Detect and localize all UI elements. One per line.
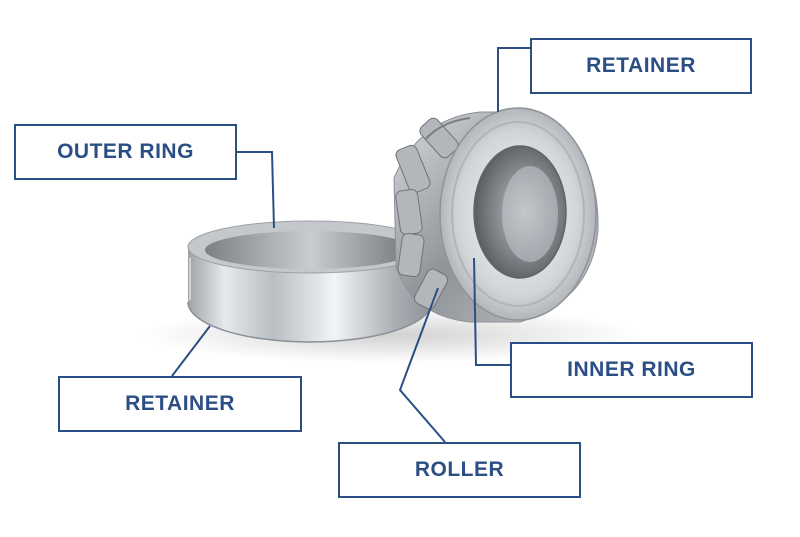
label-outer-ring-text: OUTER RING xyxy=(57,140,194,163)
label-retainer-top: RETAINER xyxy=(530,38,752,94)
cone-assembly-illustration xyxy=(393,107,599,323)
label-inner-ring: INNER RING xyxy=(510,342,753,398)
label-roller: ROLLER xyxy=(338,442,581,498)
roller-illustrations xyxy=(395,117,459,310)
label-retainer-left-text: RETAINER xyxy=(125,392,235,415)
outer-ring-illustration xyxy=(187,220,433,343)
label-inner-ring-text: INNER RING xyxy=(567,358,696,381)
label-roller-text: ROLLER xyxy=(414,458,505,481)
leader-outer-ring xyxy=(237,151,275,229)
label-retainer-top-text: RETAINER xyxy=(586,54,696,77)
leader-lines xyxy=(171,47,530,443)
label-outer-ring: OUTER RING xyxy=(14,124,237,180)
leader-roller xyxy=(398,287,446,443)
label-retainer-left: RETAINER xyxy=(58,376,302,432)
leader-retainer-left xyxy=(171,325,211,377)
leader-retainer-top xyxy=(497,47,530,112)
leader-inner-ring xyxy=(473,257,510,366)
